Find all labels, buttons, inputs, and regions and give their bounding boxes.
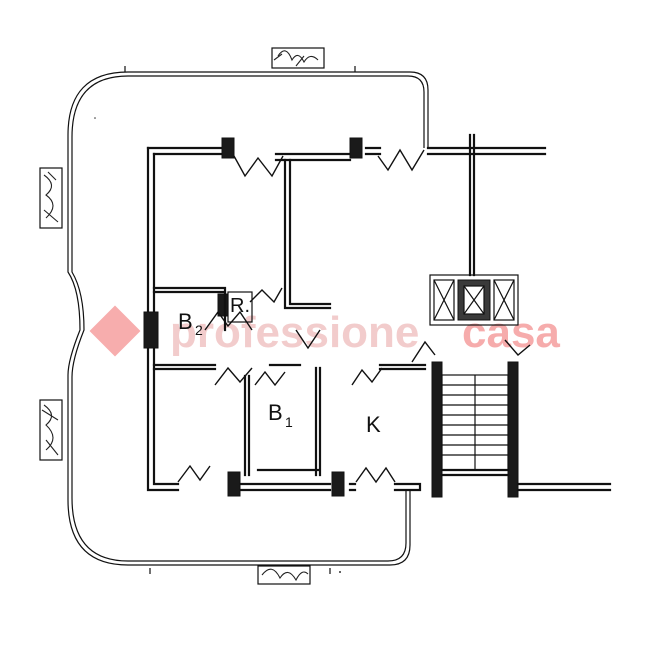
balcony-outline-inner (71, 75, 425, 562)
room-label-b2: B 2 (178, 309, 203, 338)
room-label-b1: B 1 (268, 400, 293, 430)
balcony-plant-left-top-icon (39, 167, 63, 229)
svg-text:2: 2 (195, 322, 203, 338)
watermark: professione casa (89, 305, 560, 357)
balcony-plant-left-bottom-icon (39, 399, 63, 461)
interior-walls (152, 158, 427, 477)
stair-core (429, 133, 612, 498)
svg-text:B: B (178, 309, 193, 334)
svg-text:B: B (268, 400, 283, 425)
closet-r (227, 291, 253, 323)
exterior-walls (146, 146, 547, 492)
balcony-plant-top-icon (271, 47, 325, 69)
svg-text:1: 1 (285, 414, 293, 430)
doors (177, 148, 531, 484)
watermark-logo-icon (89, 305, 141, 357)
pillars (143, 137, 363, 497)
room-label-k: K (366, 412, 381, 437)
balcony-outline (67, 71, 429, 566)
room-label-r: R. (230, 295, 250, 317)
balcony-plant-bottom-icon (257, 565, 311, 585)
watermark-text-part1: professione (170, 308, 419, 357)
